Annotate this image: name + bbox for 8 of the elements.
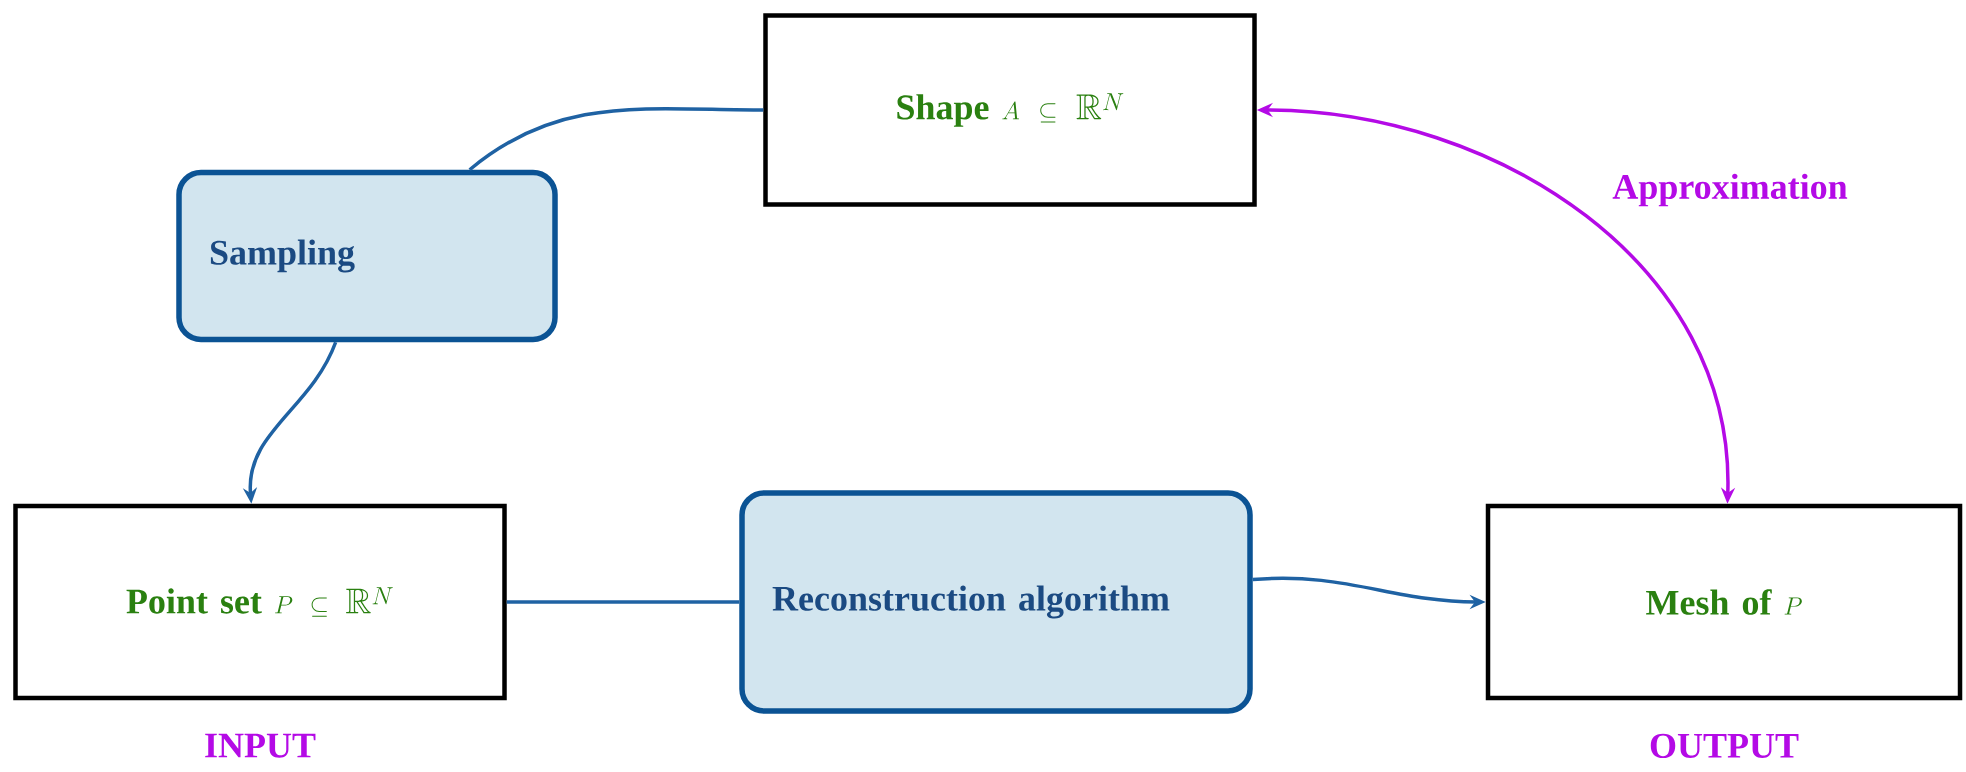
process-box: Sampling: [176, 169, 558, 343]
text-box: Shape $A \subseteq \mathbb{R}^N$: [763, 13, 1257, 207]
text-box: Mesh of $P$: [1485, 503, 1963, 701]
io-label: INPUT: [205, 733, 316, 758]
io-label: OUTPUT: [1650, 733, 1799, 758]
process-box: Reconstruction algorithm: [739, 490, 1253, 714]
text-box: Point set $P \subseteq \mathbb{R}^N$: [13, 503, 507, 701]
edge-label: Approximation: [1609, 170, 1851, 210]
